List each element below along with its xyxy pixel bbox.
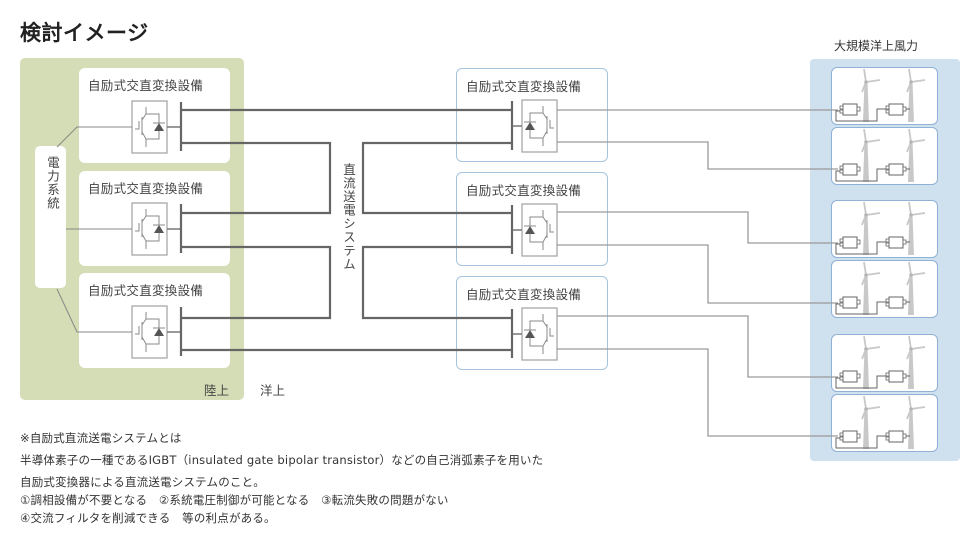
turbine-converter-icon [839, 163, 861, 176]
onshore-label: 陸上 [204, 383, 230, 398]
ac-collection-line [557, 141, 838, 170]
converter-label: 自励式交直変換設備 [466, 287, 582, 302]
turbine-converter-icon [885, 103, 907, 116]
wind-turbine-icon [906, 395, 926, 449]
wind-turbine-icon [906, 335, 926, 389]
turbine-converter-icon [839, 296, 861, 309]
offshore-label: 洋上 [260, 383, 286, 398]
igbt-symbol-icon [131, 100, 168, 154]
wind-turbine-icon [861, 261, 881, 315]
internal-wire [835, 168, 886, 182]
power-grid-label: 電力系統 [45, 156, 60, 210]
internal-wire [835, 301, 886, 315]
wind-turbine-icon [861, 395, 881, 449]
igbt-symbol-icon [521, 203, 558, 257]
note-line: ①調相設備が不要となる ②系統電圧制御が可能となる ③転流失敗の問題がない [20, 493, 449, 507]
wind-unit-group [835, 68, 926, 122]
wind-turbine-icon [906, 68, 926, 122]
turbine-converter-icon [839, 430, 861, 443]
ac-line [56, 126, 132, 148]
wind-unit-group [835, 395, 926, 449]
turbine-converter-icon [839, 103, 861, 116]
wind-turbine-icon [861, 128, 881, 182]
wind-unit-group [835, 128, 926, 182]
note-line: 半導体素子の一種であるIGBT（insulated gate bipolar t… [20, 453, 544, 467]
turbine-converter-icon [885, 430, 907, 443]
converter-label: 自励式交直変換設備 [466, 79, 582, 94]
converter-label: 自励式交直変換設備 [466, 183, 582, 198]
internal-wire [835, 435, 886, 449]
wind-unit-group [835, 201, 926, 255]
turbine-converter-icon [885, 236, 907, 249]
ac-collection-line [557, 244, 838, 304]
page-title: 検討イメージ [20, 21, 149, 45]
converter-label: 自励式交直変換設備 [88, 181, 204, 196]
wind-turbine-icon [861, 68, 881, 122]
dc-system-label: 直流送電システム [341, 163, 356, 271]
turbine-converter-icon [839, 236, 861, 249]
offshore-wind-title: 大規模洋上風力 [834, 39, 919, 53]
converter-label: 自励式交直変換設備 [88, 283, 204, 298]
wind-turbine-icon [861, 335, 881, 389]
power-grid-box: 電力系統 [35, 146, 66, 288]
wind-unit-group [835, 261, 926, 315]
wind-unit-group [835, 335, 926, 389]
wind-turbine-icon [906, 261, 926, 315]
igbt-symbol-icon [131, 202, 168, 256]
converter-label: 自励式交直変換設備 [88, 78, 204, 93]
note-heading: ※自励式直流送電システムとは [20, 431, 182, 445]
dc-transmission-line [181, 245, 332, 320]
ac-line [56, 288, 132, 333]
ac-collection-line [557, 211, 838, 244]
internal-wire [835, 241, 886, 255]
dc-transmission-line [361, 245, 512, 320]
wind-turbine-icon [906, 201, 926, 255]
note-line: ④交流フィルタを削減できる 等の利点がある。 [20, 511, 276, 525]
ac-collection-line [557, 315, 838, 378]
wind-turbine-icon [861, 201, 881, 255]
ac-collection-line [557, 348, 838, 437]
turbine-converter-icon [885, 296, 907, 309]
wind-turbine-icon [906, 128, 926, 182]
dc-transmission-line [361, 141, 512, 215]
turbine-converter-icon [839, 370, 861, 383]
igbt-symbol-icon [521, 99, 558, 153]
note-line: 自励式変換器による直流送電システムのこと。 [20, 475, 266, 489]
turbine-converter-icon [885, 163, 907, 176]
turbine-converter-icon [885, 370, 907, 383]
internal-wire [835, 108, 886, 122]
internal-wire [835, 375, 886, 389]
igbt-symbol-icon [521, 307, 558, 361]
dc-transmission-line [181, 141, 332, 215]
igbt-symbol-icon [131, 305, 168, 359]
